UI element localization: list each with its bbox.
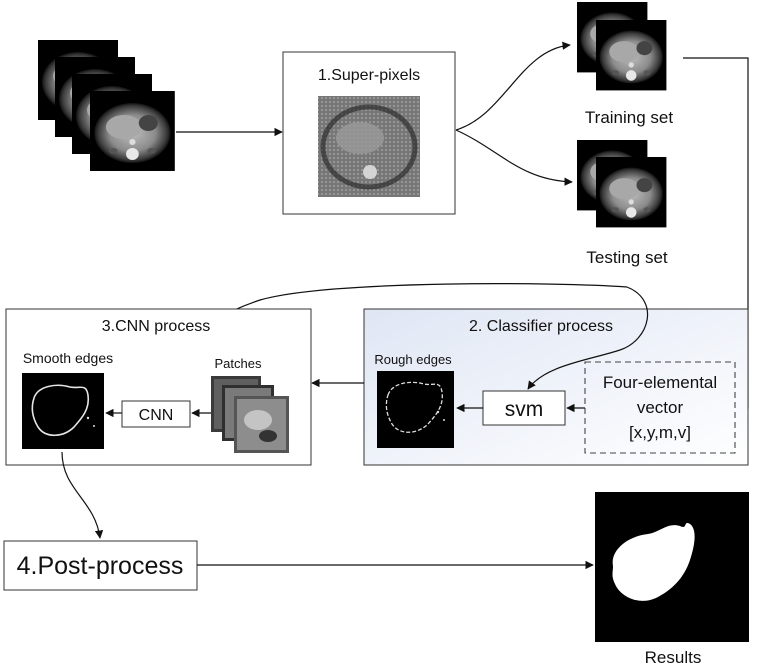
smooth-edges-image [22,373,104,449]
training-ct-stack [577,2,667,91]
four-elemental-vector-box [584,361,736,454]
cnn-panel-title: 3.CNN process [102,318,210,335]
classifier-title: 2. Classifier process [469,318,613,335]
testing-ct-stack [577,140,667,228]
arrow-to-training [455,41,571,131]
results-image [595,492,749,642]
results-label: Results [645,648,702,667]
patches-label: Patches [215,356,262,371]
testing-set-label: Testing set [586,248,668,267]
training-set-label: Training set [585,108,673,127]
arrow-to-testing [455,129,573,186]
superpixel-image [318,96,420,197]
arrow-smooth-to-postprocess [61,451,104,539]
arrow-testing-to-svm [527,286,649,390]
vector-line-3: [x,y,m,v] [629,423,691,442]
vector-line-2: vector [637,398,684,417]
svm-label: svm [505,398,544,421]
smooth-edges-label: Smooth edges [23,350,113,366]
svm-box [482,390,566,426]
cnn-label: CNN [139,407,174,424]
vector-line-1: Four-elemental [603,373,717,392]
input-ct-stack [38,40,175,171]
rough-edges-image [377,371,454,448]
superpixels-title: 1.Super-pixels [318,67,420,84]
postprocess-label: 4.Post-process [17,552,184,580]
patches-stack [211,376,289,453]
cnn-box [121,400,191,428]
rough-edges-label: Rough edges [374,352,452,367]
